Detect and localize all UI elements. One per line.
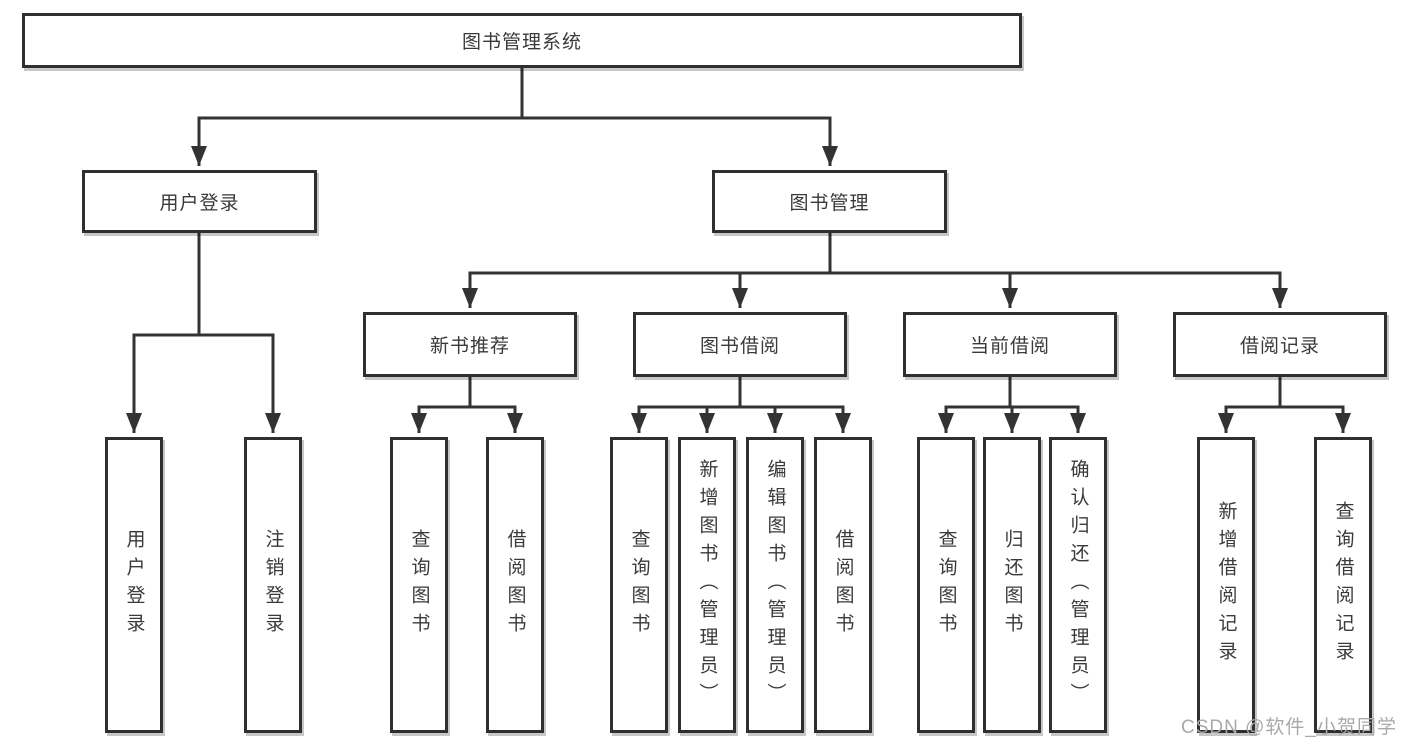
node-label: 新书推荐	[429, 336, 510, 357]
node-label: 查询图书	[408, 529, 430, 641]
node-edit-books-admin: 编辑图书（管理员）	[746, 437, 804, 733]
node-query-books-current: 查询图书	[917, 437, 975, 733]
node-label: 查询图书	[935, 529, 957, 641]
node-borrow-books-leaf: 借阅图书	[814, 437, 872, 733]
node-query-books-rec: 查询图书	[390, 437, 448, 733]
node-borrowing-records: 借阅记录	[1173, 312, 1387, 377]
node-confirm-return-admin: 确认归还（管理员）	[1049, 437, 1107, 733]
node-label: 查询图书	[628, 529, 650, 641]
node-label: 图书借阅	[699, 336, 780, 357]
csdn-watermark: CSDN @软件_小贺同学	[1181, 717, 1397, 738]
node-query-borrow-record: 查询借阅记录	[1314, 437, 1372, 733]
node-query-books-borrow: 查询图书	[610, 437, 668, 733]
node-logout: 注销登录	[244, 437, 302, 733]
node-current-borrowing: 当前借阅	[903, 312, 1117, 377]
node-label: 编辑图书（管理员）	[764, 459, 786, 711]
node-add-books-admin: 新增图书（管理员）	[678, 437, 736, 733]
node-book-borrowing: 图书借阅	[633, 312, 847, 377]
node-label: 用户登录	[123, 529, 145, 641]
node-label: 注销登录	[262, 529, 284, 641]
node-new-book-recommendation: 新书推荐	[363, 312, 577, 377]
node-book-management: 图书管理	[712, 170, 947, 233]
node-label: 借阅记录	[1239, 336, 1320, 357]
node-label: 图书管理	[789, 193, 870, 214]
node-label: 新增图书（管理员）	[696, 459, 718, 711]
node-label: 当前借阅	[969, 336, 1050, 357]
node-label: 确认归还（管理员）	[1067, 459, 1089, 711]
node-label: 新增借阅记录	[1215, 501, 1237, 669]
node-borrow-books-rec: 借阅图书	[486, 437, 544, 733]
node-label: 借阅图书	[832, 529, 854, 641]
node-return-books: 归还图书	[983, 437, 1041, 733]
node-library-management-system: 图书管理系统	[22, 13, 1022, 68]
node-user-login: 用户登录	[82, 170, 317, 233]
node-label: 图书管理系统	[461, 32, 582, 53]
node-label: 查询借阅记录	[1332, 501, 1354, 669]
node-label: 借阅图书	[504, 529, 526, 641]
node-label: 归还图书	[1001, 529, 1023, 641]
node-add-borrow-record: 新增借阅记录	[1197, 437, 1255, 733]
node-label: 用户登录	[159, 193, 240, 214]
node-user-login-leaf: 用户登录	[105, 437, 163, 733]
